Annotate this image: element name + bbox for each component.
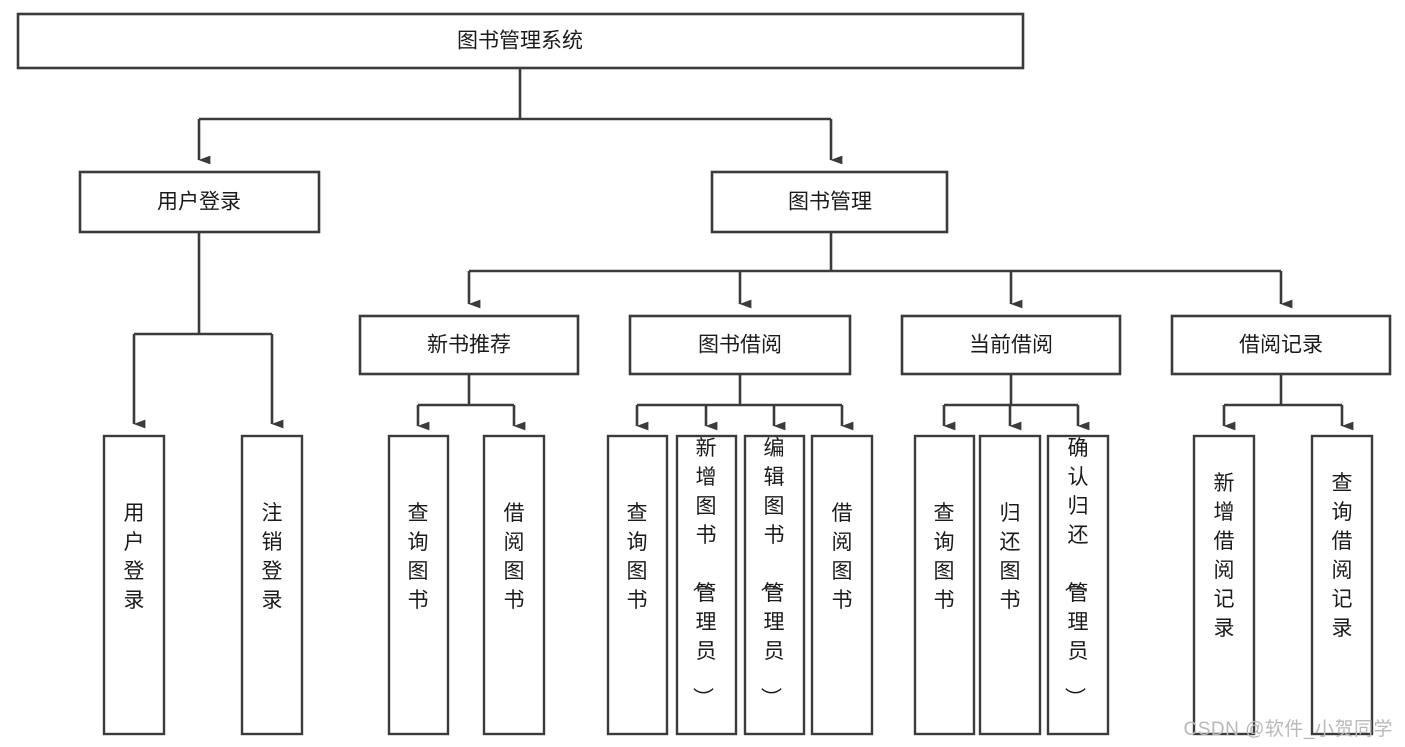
leaf-query-record-box[interactable] (1310, 434, 1374, 736)
node-book-borrow[interactable]: 图书借阅 (628, 314, 852, 376)
csdn-watermark: CSDN @软件_小贺同学 (1183, 719, 1393, 740)
node-current-borrow[interactable]: 当前借阅 (900, 314, 1122, 376)
current-borrow-box[interactable] (900, 314, 1122, 376)
node-leaf-borrow-book-2[interactable]: 借阅图书 (810, 434, 874, 736)
leaf-borrow-book-1-label: 借阅图书 (504, 502, 525, 612)
new-book-recommend-box[interactable] (358, 314, 580, 376)
leaf-query-book-1-box[interactable] (387, 434, 450, 736)
leaf-logout-login-box[interactable] (240, 434, 304, 736)
leaf-add-book-box[interactable] (675, 434, 738, 736)
leaf-confirm-return-box[interactable] (1046, 434, 1110, 736)
node-new-book-recommend[interactable]: 新书推荐 (358, 314, 580, 376)
node-leaf-return-book[interactable]: 归还图书 (978, 434, 1042, 736)
book-management-label: 图书管理 (788, 191, 872, 214)
current-borrow-label: 当前借阅 (969, 334, 1053, 357)
node-leaf-confirm-return[interactable]: 确认归还（管理员） (1046, 434, 1110, 736)
node-borrow-record[interactable]: 借阅记录 (1170, 314, 1392, 376)
connector-layer (132, 68, 1354, 431)
new-book-recommend-label: 新书推荐 (427, 334, 511, 357)
leaf-edit-book-label: 编辑图书（管理员） (759, 437, 785, 708)
leaf-add-book-label: 新增图书（管理员） (691, 437, 717, 708)
node-leaf-query-book-3[interactable]: 查询图书 (913, 434, 976, 736)
book-borrow-box[interactable] (628, 314, 852, 376)
leaf-confirm-return-label: 确认归还（管理员） (1063, 437, 1089, 708)
leaf-query-record-label: 查询借阅记录 (1332, 472, 1353, 640)
book-borrow-label: 图书借阅 (698, 334, 782, 357)
node-leaf-user-login[interactable]: 用户登录 (102, 434, 166, 736)
node-leaf-add-record[interactable]: 新增借阅记录 (1192, 434, 1256, 736)
node-leaf-query-book-2[interactable]: 查询图书 (606, 434, 669, 736)
root-label: 图书管理系统 (457, 30, 583, 53)
borrow-record-label: 借阅记录 (1239, 334, 1323, 357)
node-leaf-add-book[interactable]: 新增图书（管理员） (675, 434, 738, 736)
leaf-query-book-2-box[interactable] (606, 434, 669, 736)
root-box[interactable] (16, 12, 1025, 70)
leaf-return-book-box[interactable] (978, 434, 1042, 736)
book-management-box[interactable] (710, 170, 949, 234)
node-book-management[interactable]: 图书管理 (710, 170, 949, 234)
node-user-login[interactable]: 用户登录 (78, 170, 321, 234)
leaf-borrow-book-1-box[interactable] (482, 434, 546, 736)
leaf-user-login-label: 用户登录 (124, 502, 145, 612)
node-leaf-borrow-book-1[interactable]: 借阅图书 (482, 434, 546, 736)
leaf-query-book-2-label: 查询图书 (627, 502, 648, 612)
leaf-edit-book-box[interactable] (743, 434, 806, 736)
borrow-record-box[interactable] (1170, 314, 1392, 376)
node-root[interactable]: 图书管理系统 (16, 12, 1025, 70)
node-leaf-logout-login[interactable]: 注销登录 (240, 434, 304, 736)
leaf-add-record-box[interactable] (1192, 434, 1256, 736)
user-login-label: 用户登录 (157, 191, 241, 214)
leaf-add-record-label: 新增借阅记录 (1214, 472, 1235, 640)
leaf-borrow-book-2-label: 借阅图书 (832, 502, 853, 612)
leaf-user-login-box[interactable] (102, 434, 166, 736)
leaf-query-book-3-label: 查询图书 (934, 502, 955, 612)
leaf-return-book-label: 归还图书 (1000, 502, 1021, 612)
leaf-query-book-1-label: 查询图书 (408, 502, 429, 612)
user-login-box[interactable] (78, 170, 321, 234)
leaf-query-book-3-box[interactable] (913, 434, 976, 736)
node-leaf-query-book-1[interactable]: 查询图书 (387, 434, 450, 736)
node-leaf-edit-book[interactable]: 编辑图书（管理员） (743, 434, 806, 736)
leaf-logout-login-label: 注销登录 (262, 502, 283, 612)
leaf-borrow-book-2-box[interactable] (810, 434, 874, 736)
node-leaf-query-record[interactable]: 查询借阅记录 (1310, 434, 1374, 736)
